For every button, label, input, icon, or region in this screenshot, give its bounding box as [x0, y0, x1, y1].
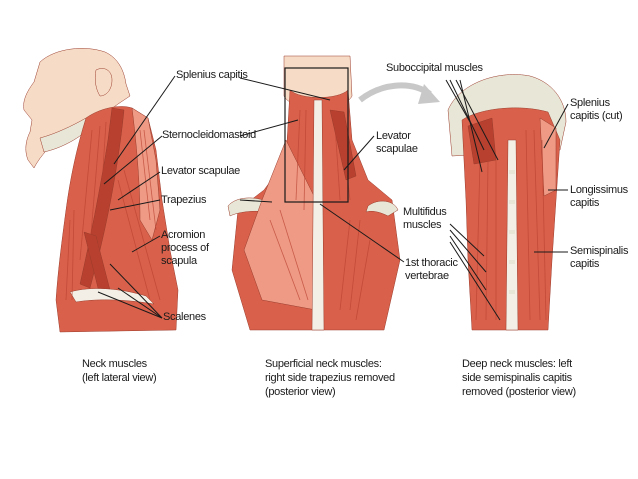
- label-scalenes: Scalenes: [163, 311, 206, 323]
- label-levator-scapulae-middle: Levator scapulae: [376, 130, 418, 155]
- caption-left: Neck muscles (left lateral view): [82, 358, 157, 384]
- label-semispinalis-capitis: Semispinalis capitis: [570, 245, 629, 270]
- label-trapezius: Trapezius: [161, 194, 207, 206]
- posterior-deep-illustration: [447, 74, 567, 331]
- label-acromion-process: Acromion process of scapula: [161, 229, 209, 267]
- label-longissimus-capitis: Longissimus capitis: [570, 184, 628, 209]
- label-splenius-capitis: Splenius capitis: [176, 69, 248, 81]
- middle-leader-lines: [239, 77, 405, 263]
- label-multifidus-muscles: Multifidus muscles: [403, 206, 447, 231]
- right-scapula: [365, 200, 399, 217]
- lateral-neck-illustration: [23, 48, 179, 333]
- label-levator-scapulae-left: Levator scapulae: [161, 165, 240, 177]
- caption-right: Deep neck muscles: left side semispinali…: [462, 358, 576, 398]
- spine-tendon: [311, 99, 325, 331]
- posterior-muscle-fibres: [269, 109, 371, 321]
- label-splenius-capitis-cut: Splenius capitis (cut): [570, 97, 623, 122]
- transition-arrow-head: [418, 84, 440, 104]
- ear: [94, 68, 113, 97]
- levator-scapulae-muscle: [329, 109, 357, 181]
- posterior-superficial-illustration: [227, 55, 401, 331]
- deep-muscle-fibres: [475, 129, 547, 321]
- caption-middle: Superficial neck muscles: right side tra…: [265, 358, 395, 398]
- label-first-thoracic-vertebrae: 1st thoracic vertebrae: [405, 257, 458, 282]
- deep-spine: [505, 139, 519, 331]
- left-leader-lines: [97, 75, 176, 319]
- vertebra-marks: [509, 170, 515, 294]
- label-sternocleidomastoid: Sternocleidomastoid: [162, 129, 256, 141]
- highlight-box: [284, 67, 349, 203]
- label-suboccipital-muscles: Suboccipital muscles: [386, 62, 483, 74]
- right-leader-lines: [445, 79, 569, 321]
- transition-arrow: [358, 82, 432, 103]
- shoulder-tendon: [69, 288, 155, 305]
